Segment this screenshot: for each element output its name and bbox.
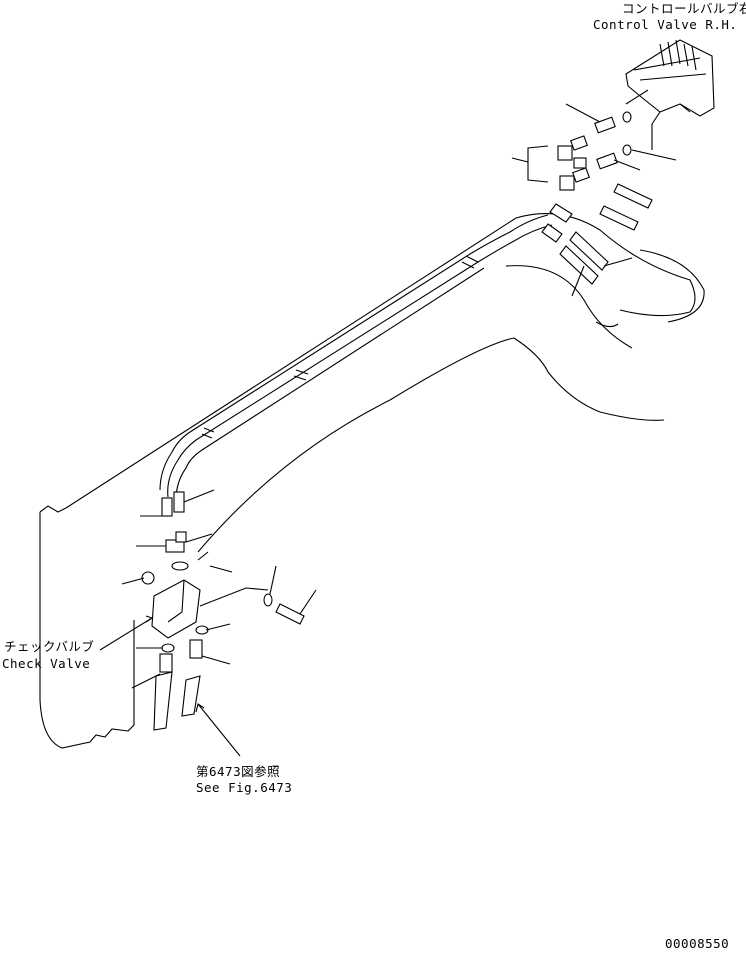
- control-valve-rh: [625, 39, 715, 150]
- control-valve-label-en: Control Valve R.H.: [593, 17, 738, 32]
- hose-bundle: [159, 214, 553, 501]
- check-valve-label-en: Check Valve: [2, 656, 91, 671]
- drawing-number: 00008550: [665, 936, 730, 951]
- see-fig-label-jp: 第6473図参照: [196, 764, 281, 779]
- check-valve-label-jp: チェックバルブ: [4, 639, 95, 654]
- control-valve-fittings: [541, 111, 653, 285]
- check-valve-assembly: [141, 491, 305, 731]
- see-fig-label-en: See Fig.6473: [196, 780, 293, 795]
- leader-lines: [99, 89, 677, 757]
- control-valve-label-jp: コントロールバルブ右: [622, 1, 746, 16]
- machine-frame-outline: [39, 213, 705, 749]
